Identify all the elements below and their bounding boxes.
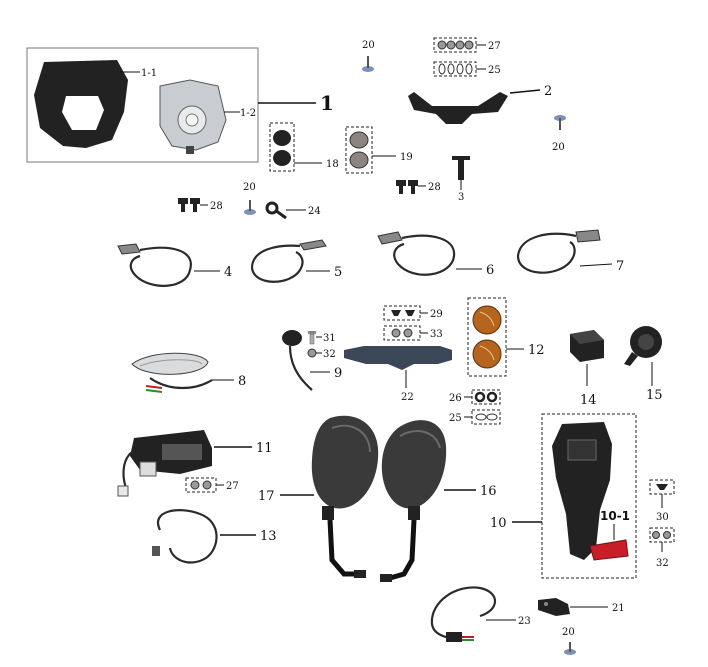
- headlight-unit: [159, 79, 227, 154]
- relay-14: [570, 330, 604, 362]
- callout-25-top: 25: [488, 65, 501, 76]
- nut-set-27-top: [433, 37, 477, 53]
- bolt-pair-28-right: [396, 180, 418, 194]
- callout-31: 31: [323, 333, 336, 344]
- clamp-24: [265, 201, 287, 220]
- turn-signal-7: [516, 229, 601, 274]
- callout-28-left: 28: [210, 201, 223, 212]
- callout-32-right: 32: [656, 558, 669, 569]
- headlight-assembly-group: 1 1-1 1-2: [26, 47, 334, 163]
- callout-9: 9: [334, 366, 342, 381]
- plate-bracket-22: [344, 346, 452, 370]
- callout-1-2: 1-2: [240, 108, 256, 119]
- callout-32-left: 32: [323, 349, 336, 360]
- tail-light-8: [131, 352, 213, 393]
- callout-1-1: 1-1: [141, 68, 157, 79]
- headlight-mask: [34, 60, 128, 148]
- assembly-box-1: [26, 47, 259, 163]
- callout-13: 13: [260, 529, 277, 544]
- bracket-21: [538, 598, 570, 616]
- mirror-17: [311, 415, 379, 578]
- callout-3: 3: [458, 192, 464, 203]
- washer-set-25-top: [433, 61, 477, 77]
- turn-signal-5: [250, 239, 327, 283]
- callout-20-bottom: 20: [562, 627, 575, 638]
- callout-17: 17: [258, 489, 275, 504]
- bolt-20-bottom: [564, 642, 576, 655]
- turn-signal-4: [117, 243, 192, 287]
- callout-20-mid: 20: [243, 182, 256, 193]
- nut-33: [383, 325, 421, 341]
- headlight-bracket: [408, 92, 508, 124]
- callout-25-mid: 25: [449, 413, 462, 424]
- callout-28-right: 28: [428, 182, 441, 193]
- mirror-16: [380, 420, 447, 582]
- cable-13: [152, 509, 218, 564]
- callout-18: 18: [326, 159, 339, 170]
- plate-light-9: [282, 330, 313, 391]
- callout-1: 1: [320, 91, 334, 115]
- rear-fender-assembly-10: [541, 413, 637, 579]
- bracket-3: [452, 156, 470, 180]
- horn-15: [624, 326, 662, 366]
- callout-5: 5: [334, 265, 342, 280]
- callout-8: 8: [238, 374, 246, 389]
- callout-2: 2: [544, 84, 552, 99]
- callout-26: 26: [449, 393, 462, 404]
- leader-2: [509, 89, 541, 94]
- callout-12: 12: [528, 343, 545, 358]
- callout-33: 33: [430, 329, 443, 340]
- callout-6: 6: [486, 263, 494, 278]
- callout-20-right: 20: [552, 142, 565, 153]
- turn-signal-6: [377, 231, 456, 276]
- nut-32-right: [649, 527, 675, 543]
- grommet-pair: [269, 122, 295, 172]
- callout-20-top: 20: [362, 40, 375, 51]
- callout-14: 14: [580, 393, 597, 408]
- callout-23: 23: [518, 616, 531, 627]
- clip-30: [649, 479, 675, 495]
- callout-24: 24: [308, 206, 321, 217]
- callout-7: 7: [616, 259, 624, 274]
- lens-pair-12: [467, 297, 507, 377]
- washer-25-mid: [471, 409, 501, 425]
- callout-21: 21: [612, 603, 625, 614]
- callout-22: 22: [401, 392, 414, 403]
- callout-4: 4: [224, 265, 232, 280]
- callout-30: 30: [656, 512, 669, 523]
- spacer-pair: [345, 126, 373, 174]
- clip-29: [383, 305, 421, 321]
- switch-unit-11: [117, 430, 212, 497]
- screw-31: [308, 331, 316, 345]
- callout-16: 16: [480, 484, 497, 499]
- nut-32-left: [307, 348, 317, 358]
- callout-27-top: 27: [488, 41, 501, 52]
- bolt-20-mid: [244, 200, 256, 215]
- bolt-pair-28-left: [178, 198, 200, 212]
- callout-10: 10: [490, 516, 507, 531]
- wire-23: [430, 586, 497, 642]
- callout-15: 15: [646, 388, 663, 403]
- leader-7: [579, 263, 613, 267]
- callout-27-mid: 27: [226, 481, 239, 492]
- callout-11: 11: [256, 441, 273, 456]
- bolt-20-top: [362, 56, 374, 72]
- callout-29: 29: [430, 309, 443, 320]
- nut-set-27-mid: [185, 477, 217, 493]
- grommet-26: [471, 389, 501, 405]
- bolt-20-right: [554, 115, 566, 130]
- callout-10-1: 10-1: [600, 509, 630, 523]
- callout-19: 19: [400, 152, 413, 163]
